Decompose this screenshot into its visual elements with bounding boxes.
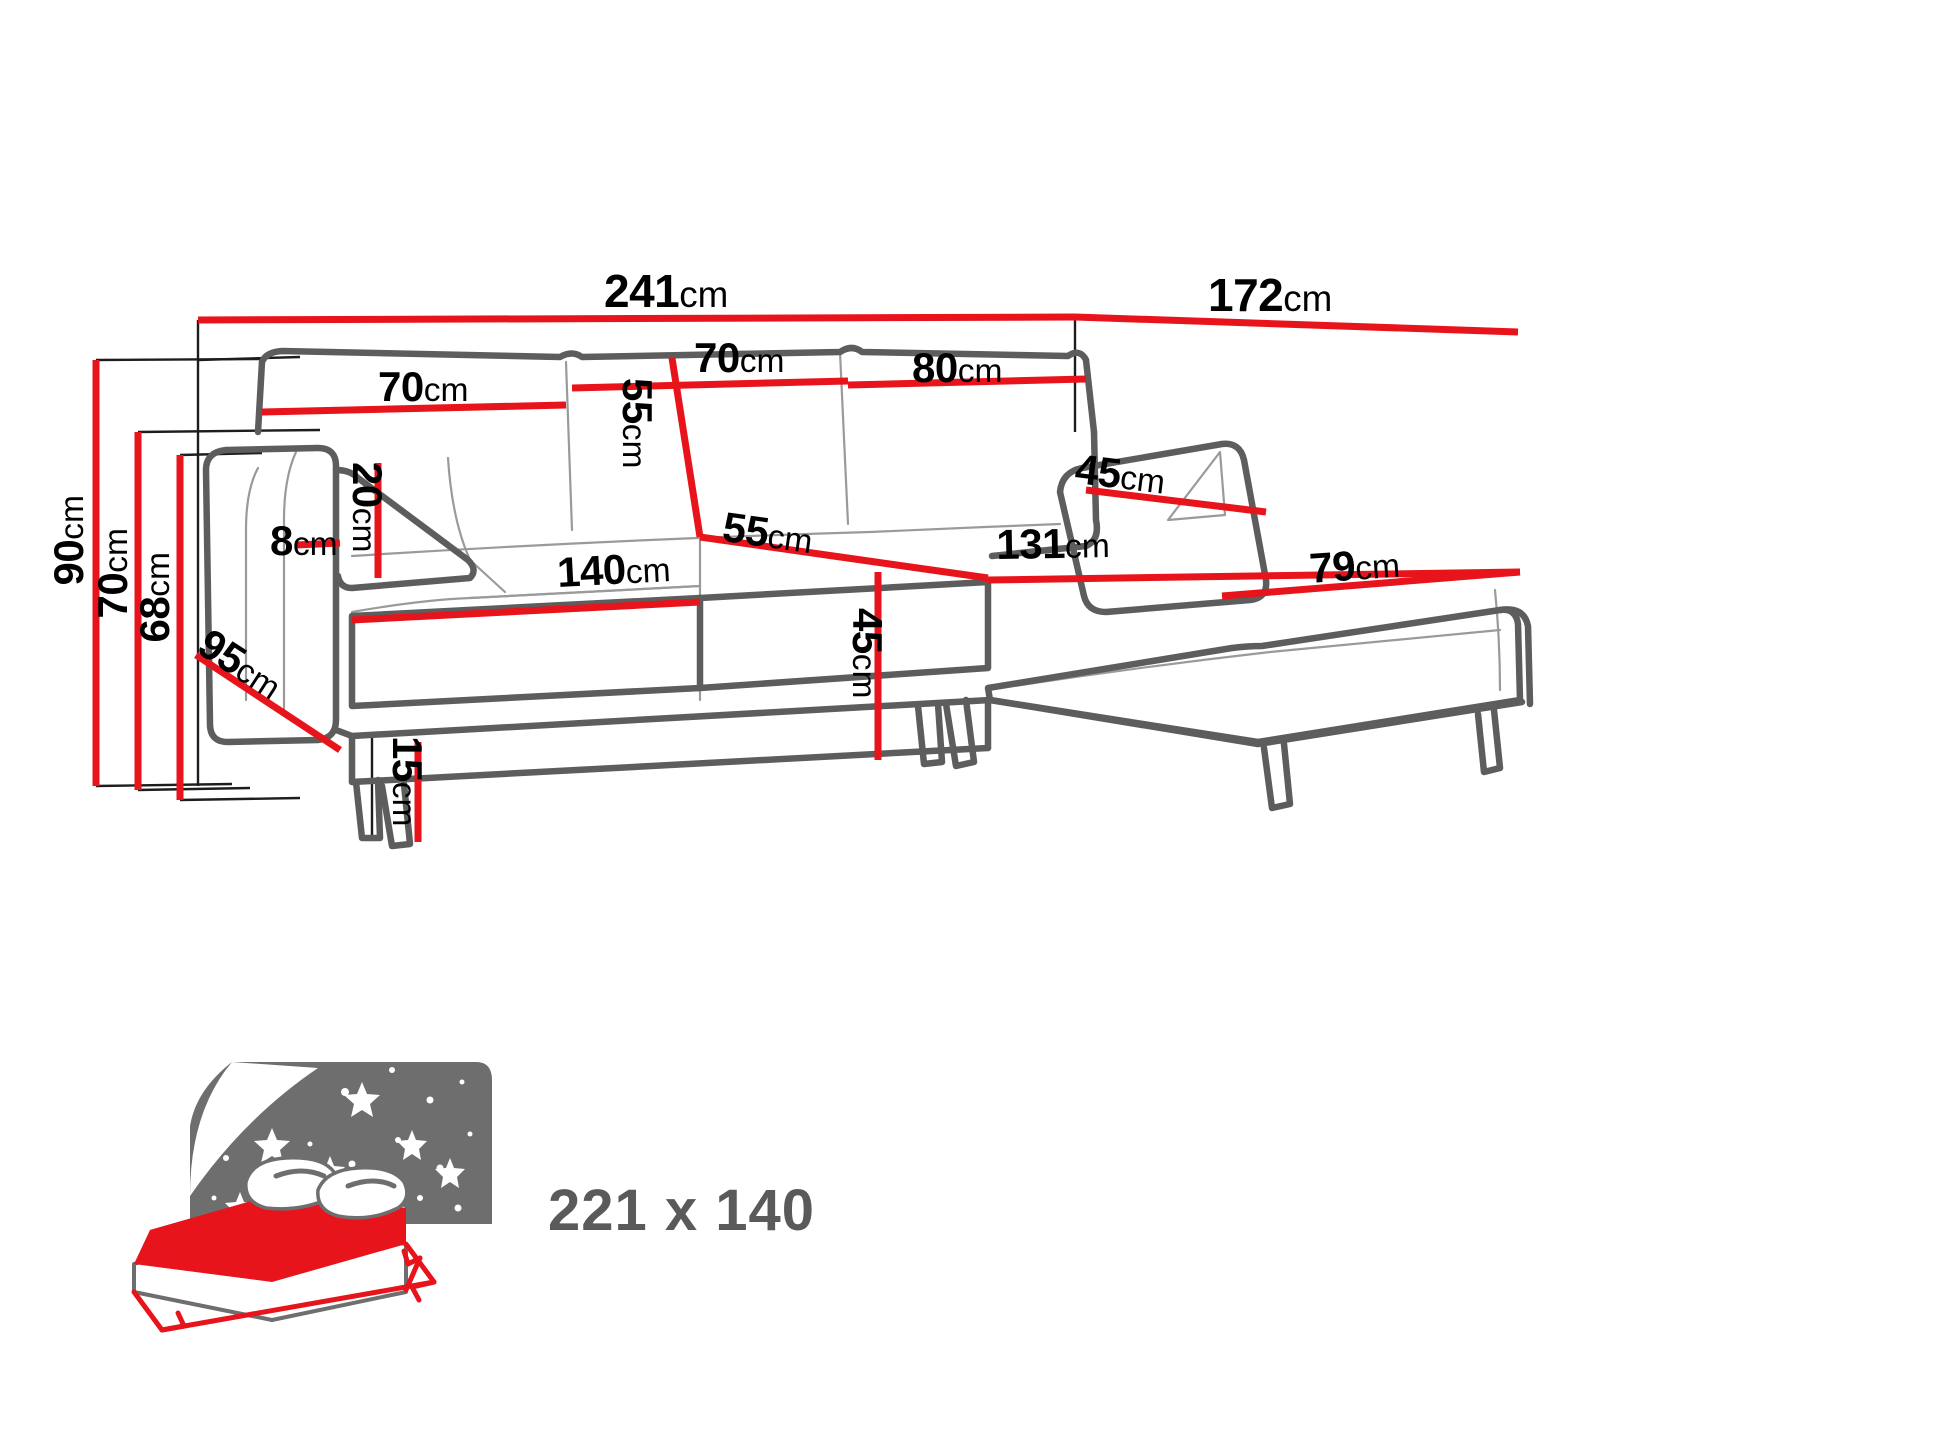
sleeping-area-label: 221 x 140 xyxy=(548,1178,816,1243)
dimension-label-chaise-depth-overall: 172cm xyxy=(1208,269,1333,321)
dimension-label-chaise-seat-length: 131cm xyxy=(995,519,1111,568)
dimension-label-backrest-cushion-middle: 70cm xyxy=(694,334,785,381)
dimension-label-seat-height: 45cm xyxy=(844,608,891,699)
dimension-label-total-height: 90cm xyxy=(45,495,92,586)
dimension-label-chaise-seat-width: 79cm xyxy=(1307,541,1402,592)
dimension-label-backrest-cushion-left: 70cm xyxy=(378,363,469,410)
dimension-lines xyxy=(92,313,1521,842)
dimension-label-seat-width: 140cm xyxy=(555,545,672,596)
sleeping-area-icon xyxy=(131,1062,492,1333)
dimension-label-overall-width: 241cm xyxy=(604,265,729,317)
sofa-outline xyxy=(202,344,1534,850)
dimension-label-armrest-height: 68cm xyxy=(131,552,178,643)
dimension-label-backrest-cushion-right: 80cm xyxy=(912,344,1003,391)
dimension-label-armrest-width: 8cm xyxy=(270,517,338,564)
dimension-label-back-height: 70cm xyxy=(89,528,136,619)
dimension-label-armrest-pad-height: 20cm xyxy=(344,462,391,553)
dimension-label-backrest-cushion-height: 55cm xyxy=(614,378,661,469)
dimension-label-leg-height: 15cm xyxy=(384,736,431,827)
